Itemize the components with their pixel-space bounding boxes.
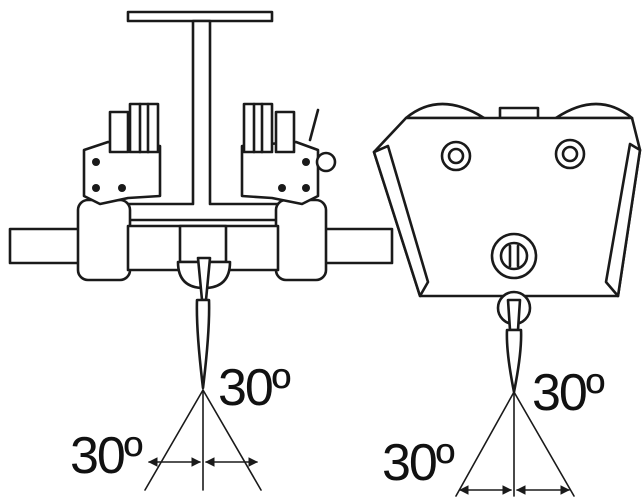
angle-fan-right [455,391,575,497]
shackle [496,290,532,394]
angle-fan-left [144,389,262,491]
wheel-left [76,198,132,282]
axle-right [318,227,394,265]
beam-trolley-front-view [372,102,642,394]
angle-label-right-view-left: 30º [382,434,455,492]
side-plate-left [82,102,162,206]
angle-label-left-view-right: 30º [218,359,291,417]
wheel-right [274,198,328,282]
lifting-lug [176,256,232,390]
beam-trolley-side-view [8,10,394,390]
bolt-left-inner [447,147,465,165]
bolt-right-inner [561,145,579,163]
angle-label-right-view-right: 30º [532,364,605,422]
angle-line-right-b [513,391,575,497]
angle-line-right-a [455,391,515,497]
axle-left [8,227,92,265]
angle-label-left-view-left: 30º [70,427,143,485]
angle-line-left-a [144,389,204,491]
side-plate-right [240,102,337,206]
angle-line-left-b [202,389,262,491]
hub-block [178,224,228,264]
center-pin-inner [499,241,529,271]
